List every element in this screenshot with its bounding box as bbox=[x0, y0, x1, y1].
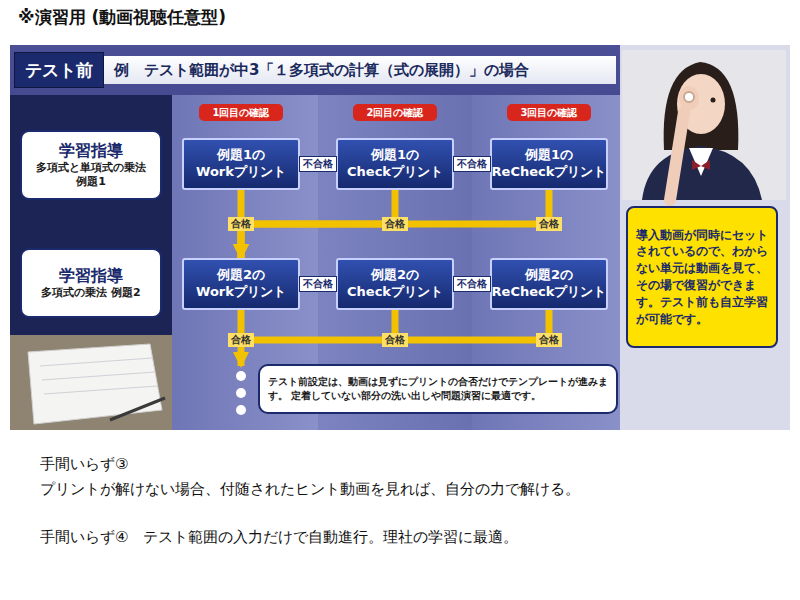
arm-illustration bbox=[670, 112, 684, 200]
banner-panel bbox=[10, 45, 790, 430]
node-text: 例題1の ReCheckプリント bbox=[492, 147, 607, 181]
student-photo bbox=[622, 50, 786, 200]
note-text: 手間いらず④ テスト範囲の入力だけで自動進行。理社の学習に最適。 bbox=[40, 528, 518, 547]
continuation-dot bbox=[236, 371, 246, 381]
edge-label: 合格 bbox=[536, 217, 562, 231]
note-text: プリントが解けない場合、付随されたヒント動画を見れば、自分の力で解ける。 bbox=[40, 480, 580, 499]
node-text: 例題1の Workプリント bbox=[188, 147, 294, 181]
shirt-illustration bbox=[689, 148, 713, 176]
node-text: 多項式の乗法 例題2 bbox=[41, 286, 140, 300]
note-callout: テスト前設定は、動画は見ずにプリントの合否だけでテンプレートが進みます。 定着し… bbox=[258, 364, 618, 414]
print-box: 例題2の ReCheckプリント bbox=[490, 258, 608, 310]
pencil-illustration bbox=[110, 398, 165, 420]
node-text: 例題1の Checkプリント bbox=[342, 147, 448, 181]
node-text: 3回目の確認 bbox=[521, 106, 578, 120]
hand-illustration bbox=[679, 86, 699, 110]
info-callout: 導入動画が同時にセットされているので、わからない単元は動画を見て、その場で復習が… bbox=[626, 206, 778, 348]
node-text: 1回目の確認 bbox=[213, 106, 270, 120]
node-text: 導入動画が同時にセットされているので、わからない単元は動画を見て、その場で復習が… bbox=[636, 227, 768, 328]
header-bar: 例 テスト範囲が中3「１多項式の計算（式の展開）」の場合 bbox=[104, 56, 616, 84]
notebook-line bbox=[44, 386, 157, 394]
continuation-dot bbox=[236, 388, 246, 398]
ribbon-illustration bbox=[692, 160, 710, 170]
eye-ring-illustration bbox=[684, 92, 694, 102]
notebook-line bbox=[42, 372, 155, 380]
desk-photo bbox=[10, 335, 172, 430]
node-text: テスト前設定は、動画は見ずにプリントの合否だけでテンプレートが進みます。 定着し… bbox=[268, 375, 608, 403]
node-text: テスト前 bbox=[25, 59, 93, 82]
guidance-box: 学習指導多項式の乗法 例題2 bbox=[20, 248, 162, 318]
eye-illustration bbox=[711, 98, 716, 103]
round-tag: 1回目の確認 bbox=[199, 104, 283, 121]
node-text: 例題2の ReCheckプリント bbox=[492, 267, 607, 301]
pass-label: 合格 bbox=[536, 333, 562, 347]
node-text: 学習指導 bbox=[59, 266, 123, 286]
section-tag: テスト前 bbox=[14, 52, 104, 88]
edge-label: 不合格 bbox=[299, 276, 337, 292]
edge-label: 合格 bbox=[382, 217, 408, 231]
node-text: 学習指導 bbox=[59, 141, 123, 161]
node-text: 例 テスト範囲が中3「１多項式の計算（式の展開）」の場合 bbox=[114, 61, 606, 80]
right-panel bbox=[620, 45, 790, 430]
print-box: 例題1の Workプリント bbox=[182, 138, 300, 190]
notebook-line bbox=[40, 358, 152, 366]
note-text: 手間いらず③ bbox=[40, 455, 128, 474]
left-column bbox=[10, 95, 172, 335]
node-text: 多項式と単項式の乗法 例題1 bbox=[28, 161, 154, 190]
blazer-illustration bbox=[642, 146, 762, 200]
node-text: 例題2の Workプリント bbox=[188, 267, 294, 301]
diagram-title: ※演習用 (動画視聴任意型) bbox=[18, 6, 226, 29]
edge-label: 不合格 bbox=[453, 276, 491, 292]
continuation-dot bbox=[236, 405, 246, 415]
edge-label: 不合格 bbox=[299, 156, 337, 172]
notebook-illustration bbox=[28, 344, 162, 424]
pass-label: 合格 bbox=[382, 333, 408, 347]
pass-arrow bbox=[241, 190, 549, 258]
edge-label: 不合格 bbox=[453, 156, 491, 172]
print-box: 例題2の Workプリント bbox=[182, 258, 300, 310]
print-box: 例題1の Checkプリント bbox=[336, 138, 454, 190]
pass-label: 合格 bbox=[228, 333, 254, 347]
guidance-box: 学習指導多項式と単項式の乗法 例題1 bbox=[20, 130, 162, 200]
node-text: 例題2の Checkプリント bbox=[342, 267, 448, 301]
round-tag: 3回目の確認 bbox=[507, 104, 591, 121]
node-text: 2回目の確認 bbox=[367, 106, 424, 120]
round-tag: 2回目の確認 bbox=[353, 104, 437, 121]
edge-label: 合格 bbox=[228, 217, 254, 231]
print-box: 例題1の ReCheckプリント bbox=[490, 138, 608, 190]
print-box: 例題2の Checkプリント bbox=[336, 258, 454, 310]
